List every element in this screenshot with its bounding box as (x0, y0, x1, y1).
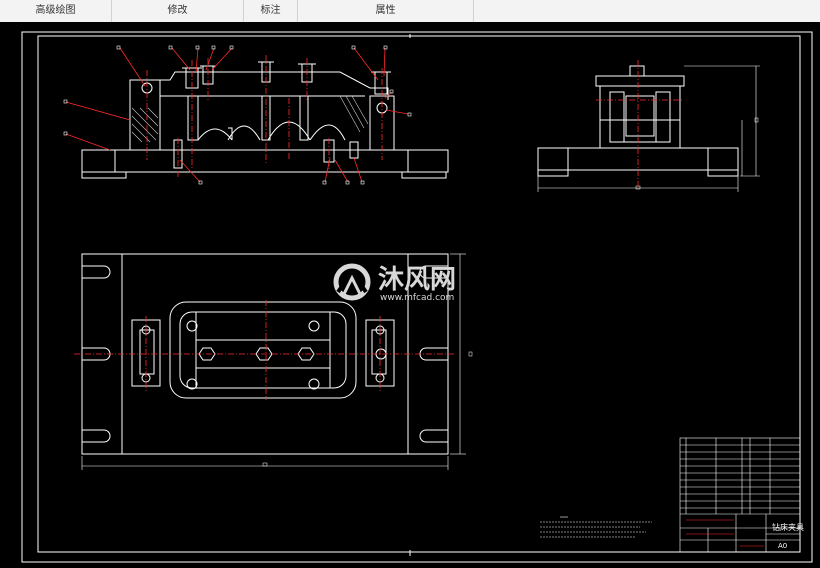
title-block (679, 437, 801, 553)
tab-annotate[interactable]: 标注 (244, 0, 298, 22)
watermark: 沐风网 www.mfcad.com (333, 263, 456, 303)
tab-advanced-draw[interactable]: 高级绘图 (0, 0, 112, 22)
side-view (537, 65, 760, 192)
technical-notes (540, 516, 652, 538)
front-view (81, 61, 449, 179)
watermark-logo-icon (333, 263, 371, 301)
drawing-canvas[interactable]: 沐风网 www.mfcad.com (0, 22, 820, 568)
watermark-url: www.mfcad.com (380, 293, 454, 303)
ribbon-empty-space (474, 0, 820, 22)
sheet-inner-border (37, 35, 801, 553)
tab-modify[interactable]: 修改 (112, 0, 244, 22)
drawing-name: 钻床夹具 (772, 522, 804, 532)
watermark-brand: 沐风网 (378, 265, 456, 295)
cad-drawing: 沐风网 www.mfcad.com (21, 31, 813, 563)
tab-properties[interactable]: 属性 (298, 0, 474, 22)
sheet-size: A0 (778, 542, 787, 550)
ribbon-tab-bar: 高级绘图 修改 标注 属性 (0, 0, 820, 23)
sheet-outer-border (21, 31, 813, 563)
